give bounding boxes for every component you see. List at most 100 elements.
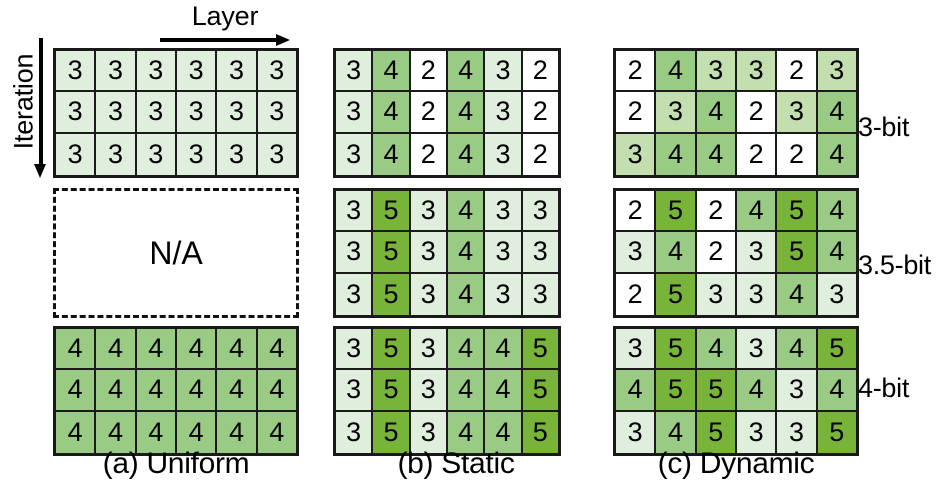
heatmap-cell: 4 [136,411,177,453]
heatmap-cell: 4 [656,411,697,453]
heatmap-cell: 4 [817,92,856,134]
heatmap-cell: 4 [373,133,411,175]
heatmap-cell: 5 [656,191,697,233]
heatmap-cell: 3 [485,133,523,175]
heatmap-cell: 3 [56,51,97,93]
heatmap-cell: 5 [373,370,411,412]
heatmap-cell: 5 [656,370,697,412]
heatmap-cell: 4 [56,329,97,371]
heatmap-cell: 3 [257,133,296,175]
heatmap-cell: 3 [817,273,856,315]
heatmap-cell: 5 [656,329,697,371]
heatmap-cell: 4 [373,51,411,93]
heatmap-cell: 3 [336,191,374,233]
heatmap-cell: 5 [522,329,558,371]
heatmap-cell: 2 [616,51,657,93]
heatmap-cell: 4 [736,191,778,233]
heatmap-cell: 2 [410,92,448,134]
heatmap-cell: 2 [522,133,558,175]
heatmap-cell: 4 [136,370,177,412]
heatmap-cell: 4 [447,411,486,453]
heatmap-cell: 3 [736,411,778,453]
heatmap-cell: 4 [817,370,856,412]
heatmap-cell: 3 [616,232,657,274]
heatmap-cell: 2 [616,92,657,134]
caption-dynamic: (c) Dynamic [657,447,815,480]
heatmap-cell: 4 [817,232,856,274]
heatmap-cell: 3 [736,232,778,274]
heatmap-cell: 4 [217,329,258,371]
heatmap-cell: 4 [447,370,486,412]
heatmap-cell: 4 [656,51,697,93]
iteration-axis-annotation: Iteration [0,34,50,184]
layer-axis-annotation: Layer [150,2,300,46]
heatmap-cell: 4 [485,329,523,371]
heatmap-cell: 4 [96,329,137,371]
heatmap-cell: 3 [136,51,177,93]
heatmap-cell: 3 [736,51,778,93]
heatmap-cell: 4 [447,191,486,233]
row-label-3.5-bit: 3.5-bit [858,250,931,280]
heatmap-cell: 2 [736,92,778,134]
heatmap-cell: 3 [410,232,448,274]
heatmap-cell: 3 [336,329,374,371]
heatmap-cell: 4 [176,329,218,371]
heatmap-cell: 5 [817,329,856,371]
heatmap-cell: 4 [616,370,657,412]
heatmap-cell: 4 [447,92,486,134]
heatmap-cell: 4 [485,370,523,412]
heatmap-cell: 2 [736,133,778,175]
caption-uniform: (a) Uniform [102,447,250,480]
heatmap-cell: 4 [777,329,818,371]
heatmap-cell: 4 [817,191,856,233]
heatmap-cell: 3 [410,370,448,412]
heatmap-cell: 4 [656,133,697,175]
heatmap-cell: 4 [696,329,737,371]
heatmap-cell: 3 [257,51,296,93]
heatmap-cell: 4 [485,411,523,453]
heatmap-cell: 3 [777,92,818,134]
heatmap-cell: 5 [656,273,697,315]
heatmap-cell: 4 [447,51,486,93]
heatmap-cell: 4 [656,232,697,274]
row-label-3-bit: 3-bit [858,112,910,142]
caption-static: (b) Static [397,447,515,480]
heatmap-cell: 2 [410,51,448,93]
heatmap-cell: 4 [257,411,296,453]
heatmap-cell: 3 [336,232,374,274]
heatmap-cell: 4 [96,370,137,412]
heatmap-cell: 3 [696,273,737,315]
heatmap-cell: 3 [336,133,374,175]
heatmap-cell: 4 [447,232,486,274]
heatmap-cell: 3 [485,273,523,315]
heatmap-cell: 3 [176,133,218,175]
heatmap-cell: 4 [136,329,177,371]
heatmap-cell: 5 [777,232,818,274]
heatmap-cell: 3 [616,411,657,453]
heatmap-cell: 5 [696,411,737,453]
heatmap-cell: 3 [410,273,448,315]
heatmap-cell: 3 [336,92,374,134]
heatmap-cell: 3 [777,370,818,412]
heatmap-cell: 4 [257,329,296,371]
heatmap-cell: 3 [336,51,374,93]
